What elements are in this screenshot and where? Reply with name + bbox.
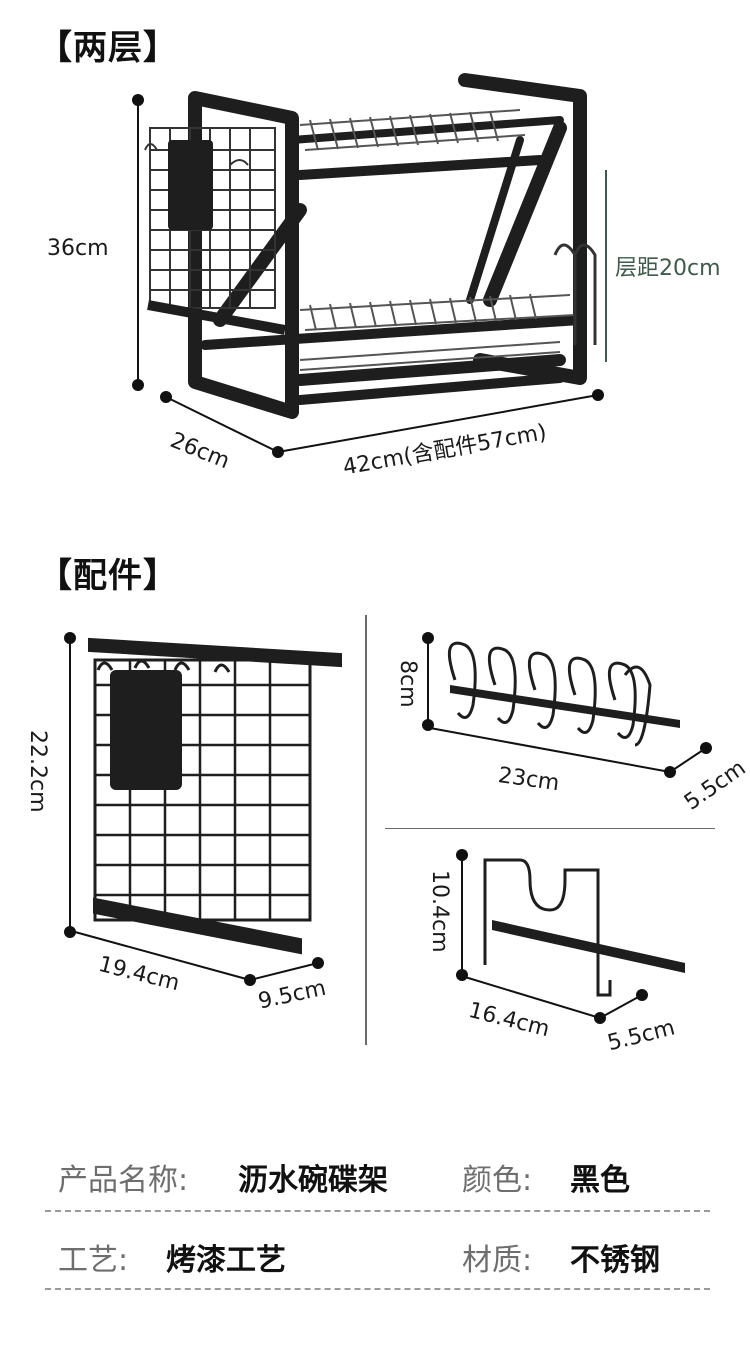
tier-spacing-label: 层距20cm xyxy=(615,256,721,281)
craft-label: 工艺: xyxy=(58,1243,129,1278)
product-name-value: 沥水碗碟架 xyxy=(238,1163,388,1198)
spec-divider-2 xyxy=(45,1288,710,1290)
accessory-vertical-divider xyxy=(365,615,367,1045)
section-title-accessories: 【配件】 xyxy=(38,556,178,596)
lid-rack-height-label: 8cm xyxy=(395,660,420,708)
craft-value: 烤漆工艺 xyxy=(166,1243,286,1278)
lid-rack-illustration xyxy=(422,632,712,778)
board-rack-height-label: 10.4cm xyxy=(427,870,452,953)
color-value: 黑色 xyxy=(570,1163,630,1198)
accessory-horizontal-divider xyxy=(385,828,715,829)
rack-height-label: 36cm xyxy=(47,236,109,261)
section-title-two-tier: 【两层】 xyxy=(38,28,178,68)
holder-height-label: 22.2cm xyxy=(25,730,50,813)
dish-rack-illustration xyxy=(132,73,607,458)
product-name-label: 产品名称: xyxy=(58,1163,189,1198)
material-value: 不锈钢 xyxy=(570,1243,660,1278)
color-label: 颜色: xyxy=(462,1163,533,1198)
board-rack-illustration xyxy=(456,849,685,1024)
material-label: 材质: xyxy=(462,1243,533,1278)
utensil-holder-illustration xyxy=(64,632,342,986)
spec-divider-1 xyxy=(45,1210,710,1212)
